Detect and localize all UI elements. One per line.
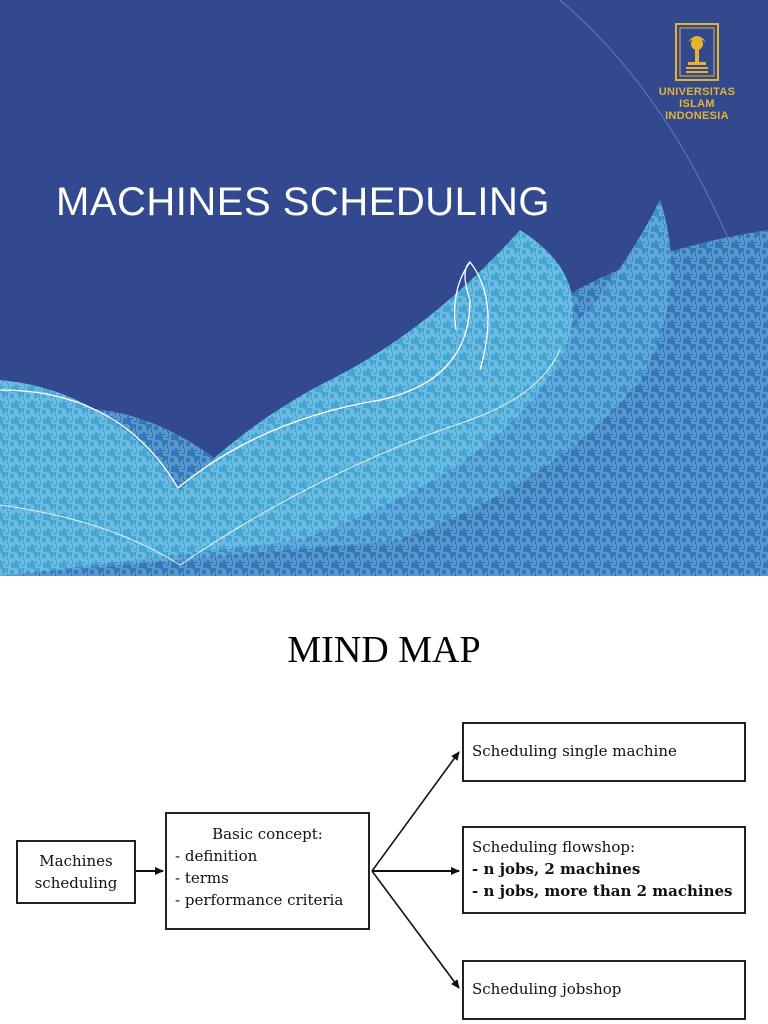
node-flowshop: Scheduling flowshop: - n jobs, 2 machine… [462,826,746,914]
mind-map-connectors [136,751,460,989]
node-machines-scheduling: Machines scheduling [16,840,136,904]
node-jobshop: Scheduling jobshop [462,960,746,1020]
title-slide: MACHINES SCHEDULING UNIVERSITAS ISLAM IN… [0,0,768,576]
node-header: Scheduling flowshop: [472,838,636,856]
logo-line-3: INDONESIA [665,110,729,122]
node-basic-concept: Basic concept: - definition - terms - pe… [165,812,370,930]
node-item: - n jobs, more than 2 machines [472,882,733,900]
node-text: Scheduling single machine [472,742,677,760]
slide-title: MIND MAP [287,629,481,671]
edge-concept-single [371,751,460,872]
edge-concept-jobshop [371,870,460,989]
node-text: Machines [39,852,113,870]
node-single-machine: Scheduling single machine [462,722,746,782]
mind-map-slide: MIND MAP Machines scheduling Basic conce… [0,580,768,1024]
logo-line-1: UNIVERSITAS [658,86,736,98]
uii-emblem-icon [675,23,719,81]
slide-background [0,0,768,576]
node-item: - performance criteria [175,891,344,909]
node-item: - n jobs, 2 machines [472,860,641,878]
node-text: scheduling [34,874,118,892]
logo-wordmark: UNIVERSITAS ISLAM INDONESIA [652,86,742,122]
node-item: - definition [175,847,258,865]
slide-title: MACHINES SCHEDULING [56,180,551,224]
university-logo: UNIVERSITAS ISLAM INDONESIA [652,22,742,126]
logo-line-2: ISLAM [679,98,715,110]
node-item: - terms [175,869,229,887]
node-header: Basic concept: [212,825,323,843]
node-text: Scheduling jobshop [472,980,622,998]
